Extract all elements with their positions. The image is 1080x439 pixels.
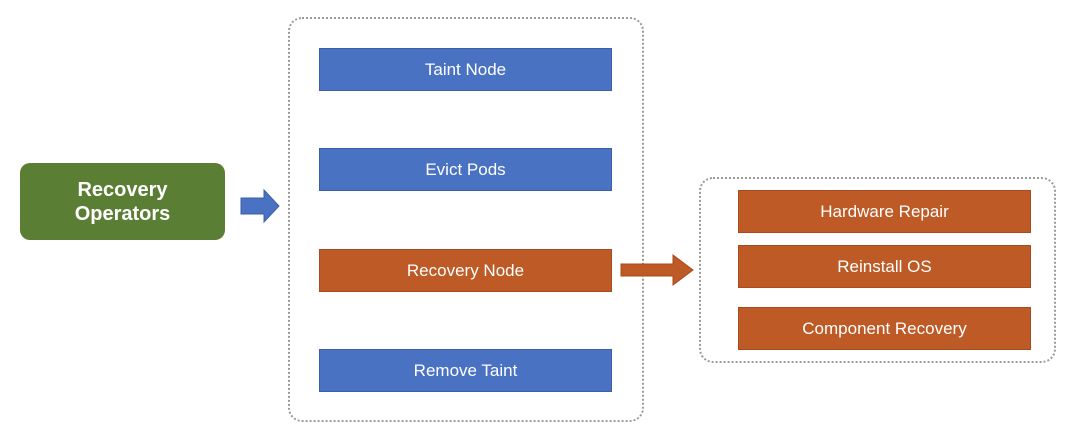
- option-reinstall-os: Reinstall OS: [738, 245, 1031, 288]
- step-label: Taint Node: [424, 59, 507, 79]
- recovery-operators-box: Recovery Operators: [20, 163, 225, 240]
- step-label: Recovery Node: [406, 260, 525, 280]
- step-label: Remove Taint: [413, 360, 518, 380]
- step-evict-pods: Evict Pods: [319, 148, 612, 191]
- recovery-operators-label: Recovery Operators: [74, 178, 171, 225]
- option-label: Component Recovery: [802, 318, 967, 338]
- option-label: Reinstall OS: [837, 256, 932, 276]
- step-label: Evict Pods: [425, 159, 506, 179]
- step-remove-taint: Remove Taint: [319, 349, 612, 392]
- step-recovery-node: Recovery Node: [319, 249, 612, 292]
- option-label: Hardware Repair: [820, 201, 949, 221]
- step-taint-node: Taint Node: [319, 48, 612, 91]
- arrow-right-icon: [240, 188, 280, 224]
- option-hardware-repair: Hardware Repair: [738, 190, 1031, 233]
- arrow-right-icon: [620, 254, 694, 286]
- option-component-recovery: Component Recovery: [738, 307, 1031, 350]
